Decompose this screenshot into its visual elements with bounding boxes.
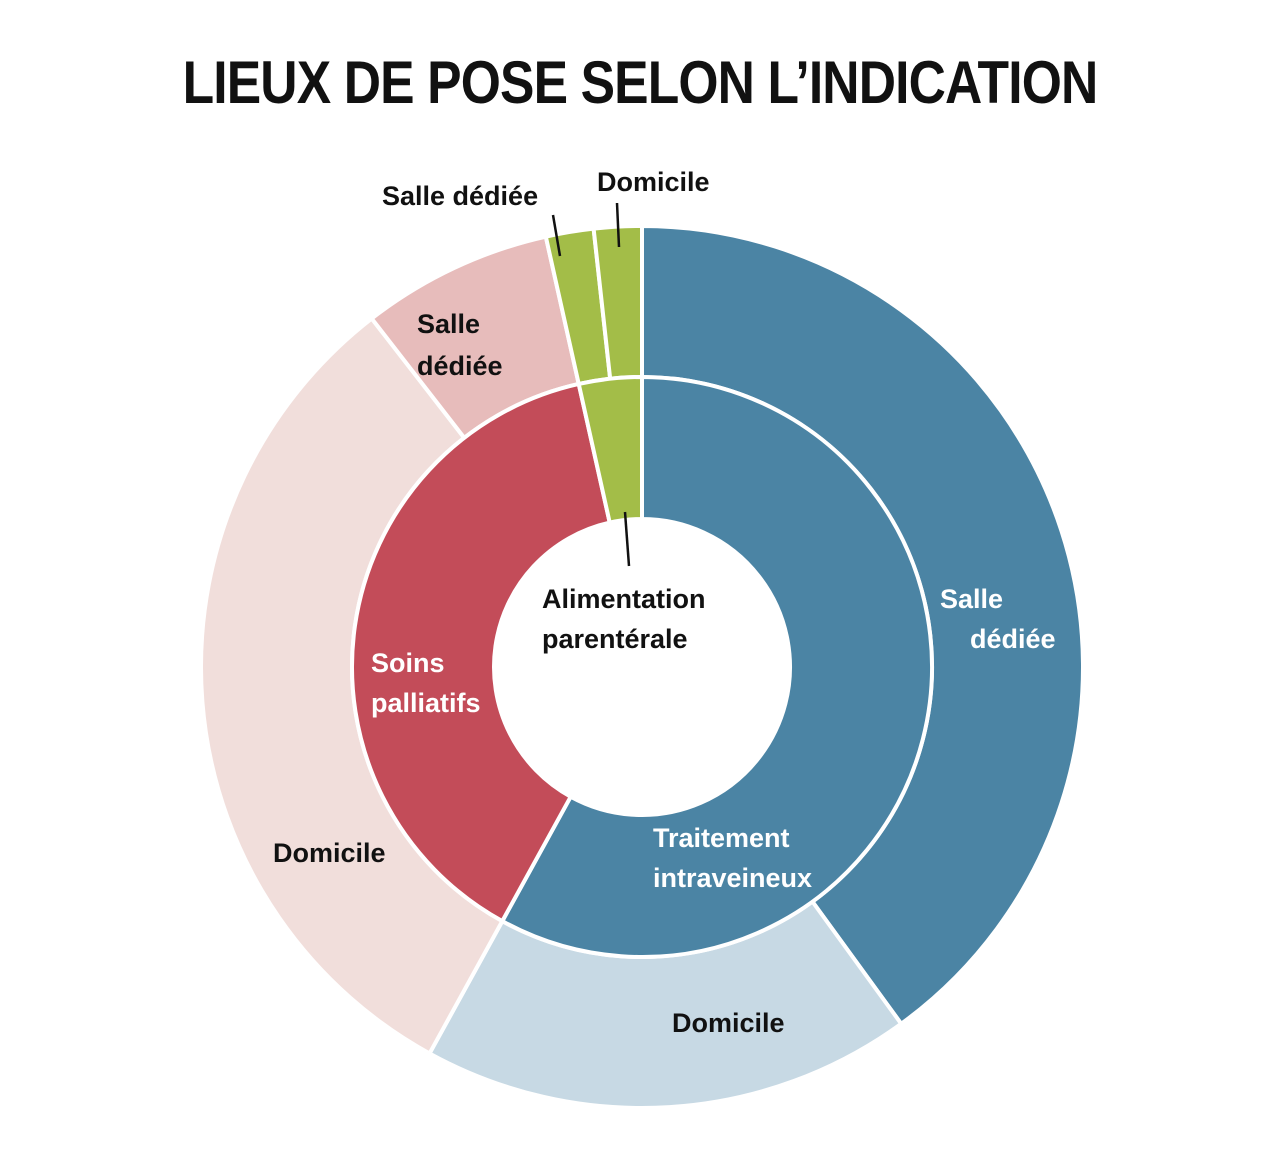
inner-slice-alimentation-parenterale (576, 375, 644, 525)
label-outer-iv-salle-dediee-text-line2: dédiée (970, 624, 1056, 654)
label-inner-alimentation-parenterale-text-line2: parentérale (542, 624, 688, 654)
label-outer-sp-salle-dediee: Salle dédiée (417, 309, 503, 381)
label-outer-sp-salle-dediee-text-line2: dédiée (417, 351, 503, 381)
inner-ring (350, 375, 934, 959)
label-inner-traitement-intraveineux-text-line2: intraveineux (653, 863, 812, 893)
label-outer-sp-salle-dediee-text: Salle (417, 309, 480, 339)
label-outer-sp-domicile: Domicile (273, 838, 386, 868)
label-inner-alimentation-parenterale-text: Alimentation (542, 584, 706, 614)
outer-ring (199, 224, 1086, 1110)
leader-line-alimentation-parenterale (623, 511, 631, 567)
label-outer-iv-domicile: Domicile (672, 1008, 785, 1038)
label-outer-iv-salle-dediee-text: Salle (940, 584, 1003, 614)
label-inner-soins-palliatifs: Soins palliatifs (371, 648, 481, 718)
inner-slice-soins-palliatifs (350, 381, 612, 924)
chart-title: LIEUX DE POSE SELON L’INDICATION (182, 49, 1099, 116)
label-outer-ap-salle-dediee: Salle dédiée (382, 181, 538, 211)
label-inner-soins-palliatifs-text: Soins (371, 648, 445, 678)
leader-line-ap-domicile (615, 202, 621, 248)
inner-slice-traitement-intraveineux (500, 375, 934, 959)
label-outer-iv-salle-dediee: Salle dédiée (940, 584, 1056, 654)
label-outer-ap-domicile: Domicile (597, 167, 710, 197)
leader-lines (551, 202, 631, 567)
label-inner-traitement-intraveineux-text: Traitement (653, 823, 790, 853)
label-inner-alimentation-parenterale: Alimentation parentérale (542, 584, 713, 654)
label-inner-traitement-intraveineux: Traitement intraveineux (653, 823, 812, 893)
leader-line-ap-salle-dediee (551, 214, 562, 257)
label-inner-soins-palliatifs-text-line2: palliatifs (371, 688, 481, 718)
